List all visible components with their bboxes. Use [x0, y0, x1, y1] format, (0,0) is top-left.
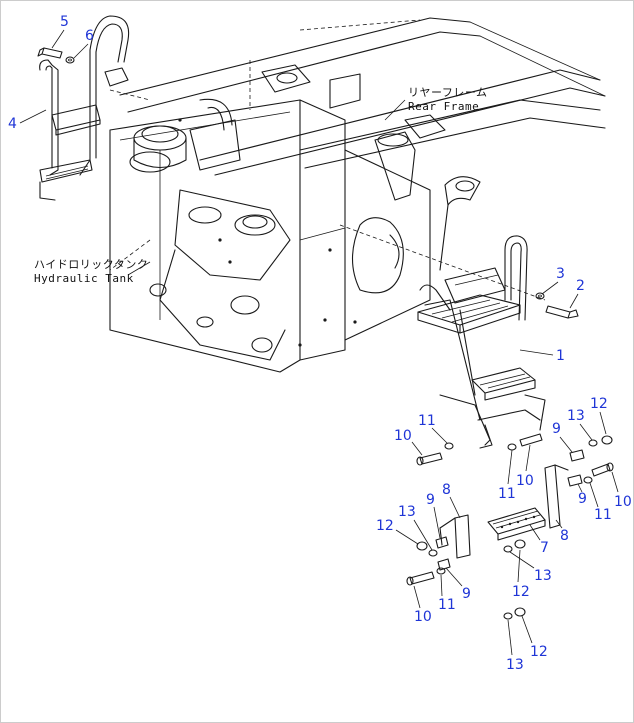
callout-8-a[interactable]: 8: [442, 482, 451, 498]
callout-10-a[interactable]: 10: [394, 428, 412, 444]
callout-10-c[interactable]: 10: [614, 494, 632, 510]
callout-12-d[interactable]: 12: [530, 644, 548, 660]
callout-4[interactable]: 4: [8, 116, 17, 132]
callout-12-c[interactable]: 12: [512, 584, 530, 600]
washer-3-drawing: [535, 292, 545, 300]
hydraulic-tank-label-en: Hydraulic Tank: [34, 272, 134, 285]
callout-9-d[interactable]: 9: [462, 586, 471, 602]
callout-10-d[interactable]: 10: [414, 609, 432, 625]
ladder-detail-drawing: [39, 15, 151, 201]
callout-7[interactable]: 7: [540, 540, 549, 556]
callout-13-d[interactable]: 13: [506, 657, 524, 673]
ladder-assembly-drawing: [417, 235, 546, 449]
mount-bolt-left-drawing: [416, 442, 454, 466]
callout-1[interactable]: 1: [556, 348, 565, 364]
callout-11-a[interactable]: 11: [418, 413, 436, 429]
callout-3[interactable]: 3: [556, 266, 565, 282]
callout-9-a[interactable]: 9: [552, 421, 561, 437]
bracket-8-left-drawing: [439, 514, 471, 559]
callout-9-c[interactable]: 9: [426, 492, 435, 508]
rear-frame-drawing: [109, 17, 606, 373]
washer-13-drawing: [428, 439, 598, 620]
callouts: 5 6 4 3 2 1 11 10 9 13 12 11 10 9 11 10 …: [8, 14, 632, 673]
callout-8-b[interactable]: 8: [560, 528, 569, 544]
callout-11-c[interactable]: 11: [594, 507, 612, 523]
bolt-2-drawing: [545, 305, 579, 319]
callout-11-d[interactable]: 11: [438, 597, 456, 613]
rear-frame-leader: [384, 99, 406, 121]
hydraulic-tank-label-jp: ハイドロリックタンク: [34, 258, 148, 271]
step-7-drawing: [487, 507, 546, 541]
nut-12-drawing: [416, 435, 613, 617]
callout-10-b[interactable]: 10: [516, 473, 534, 489]
callout-5[interactable]: 5: [60, 14, 69, 30]
bolt-5-drawing: [37, 47, 63, 59]
lower-bolt-drawing: [406, 567, 446, 586]
bracket-8-right-drawing: [544, 464, 569, 529]
callout-12-a[interactable]: 12: [590, 396, 608, 412]
callout-13-c[interactable]: 13: [534, 568, 552, 584]
rear-frame-label-en: Rear Frame: [408, 100, 479, 113]
callout-13-b[interactable]: 13: [398, 504, 416, 520]
rear-frame-label-jp: リヤーフレーム: [408, 86, 488, 99]
callout-11-b[interactable]: 11: [498, 486, 516, 502]
callout-13-a[interactable]: 13: [567, 408, 585, 424]
plate-9-drawing: [435, 449, 585, 571]
right-bolt-drawing: [583, 462, 614, 484]
callout-6[interactable]: 6: [85, 28, 94, 44]
callout-9-b[interactable]: 9: [578, 491, 587, 507]
mount-bolt-center-drawing: [507, 433, 543, 451]
washer-6-drawing: [65, 56, 75, 64]
callout-2[interactable]: 2: [576, 278, 585, 294]
callout-12-b[interactable]: 12: [376, 518, 394, 534]
hydraulic-tank-leader: [127, 261, 151, 276]
